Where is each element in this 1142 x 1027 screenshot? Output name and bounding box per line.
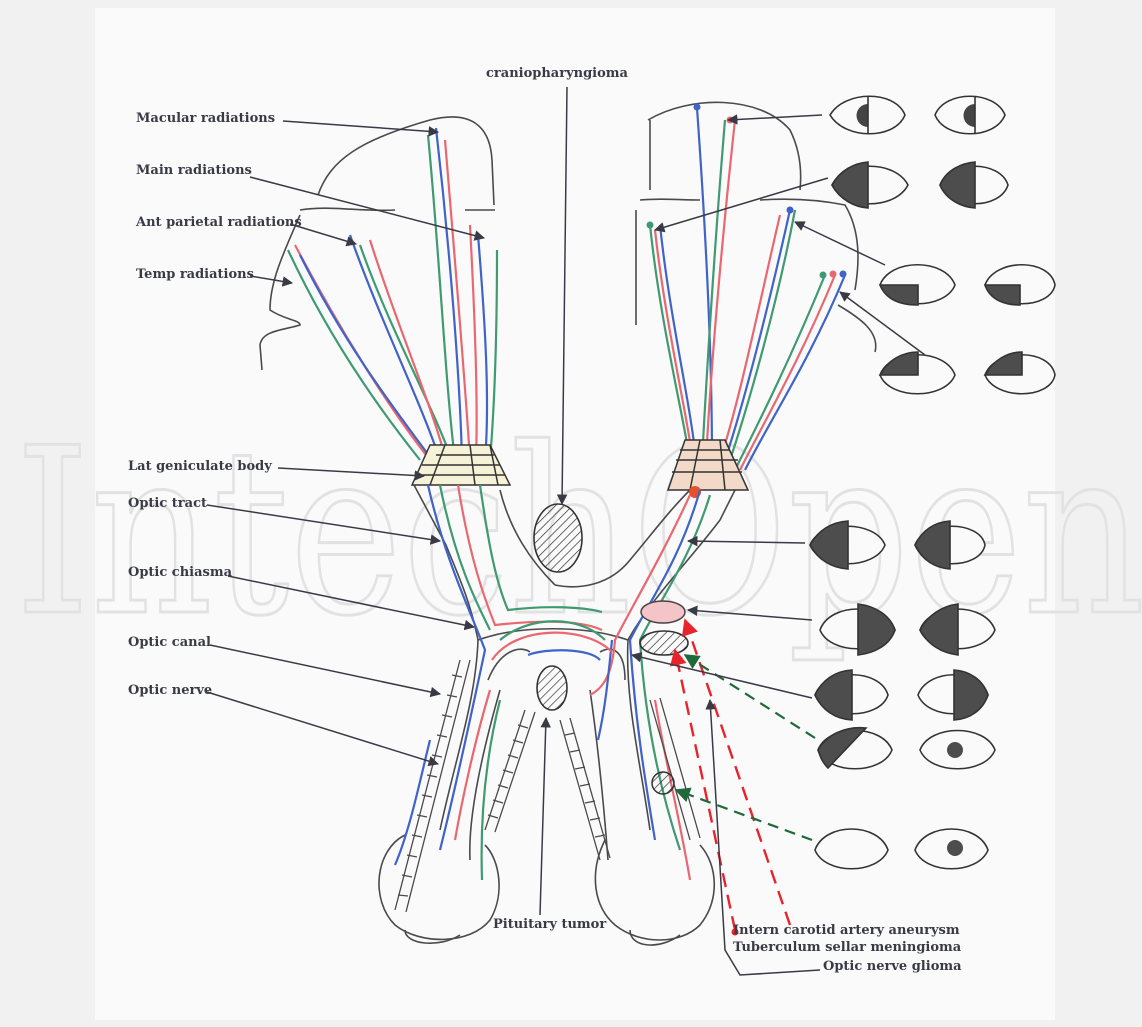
aneurysm-lesion	[641, 601, 685, 623]
label-pituitary-tumor: Pituitary tumor	[493, 917, 606, 932]
pituitary-tumor-lesion	[537, 666, 567, 710]
label-temp-radiations: Temp radiations	[136, 267, 254, 282]
meningioma-lesion	[640, 631, 688, 655]
right-radiation-end-dots	[647, 104, 847, 279]
label-aneurysm: Intern carotid artery aneurysm	[733, 923, 960, 938]
label-craniopharyngioma: craniopharyngioma	[486, 66, 628, 81]
label-optic-chiasma: Optic chiasma	[128, 565, 232, 580]
label-optic-nerve: Optic nerve	[128, 683, 212, 698]
label-ant-parietal-radiations: Ant parietal radiations	[136, 215, 302, 230]
field-row-glioma	[815, 829, 988, 869]
field-row-parietal	[880, 265, 1055, 305]
field-row-macular	[830, 96, 1005, 134]
field-row-main	[832, 162, 1008, 208]
label-macular-radiations: Macular radiations	[136, 111, 275, 126]
field-row-meningioma	[815, 670, 988, 720]
label-main-radiations: Main radiations	[136, 163, 252, 178]
label-optic-nerve-glioma: Optic nerve glioma	[823, 959, 962, 974]
glioma-lesion	[652, 772, 674, 794]
right-eyeball	[595, 840, 714, 945]
label-optic-canal: Optic canal	[128, 635, 211, 650]
craniopharyngioma-lesion	[534, 504, 582, 572]
field-row-temporal	[880, 352, 1055, 394]
field-row-aneurysm	[818, 728, 995, 769]
label-optic-tract: Optic tract	[128, 496, 207, 511]
label-lat-geniculate-body: Lat geniculate body	[128, 459, 272, 474]
label-meningioma: Tuberculum sellar meningioma	[733, 940, 961, 955]
